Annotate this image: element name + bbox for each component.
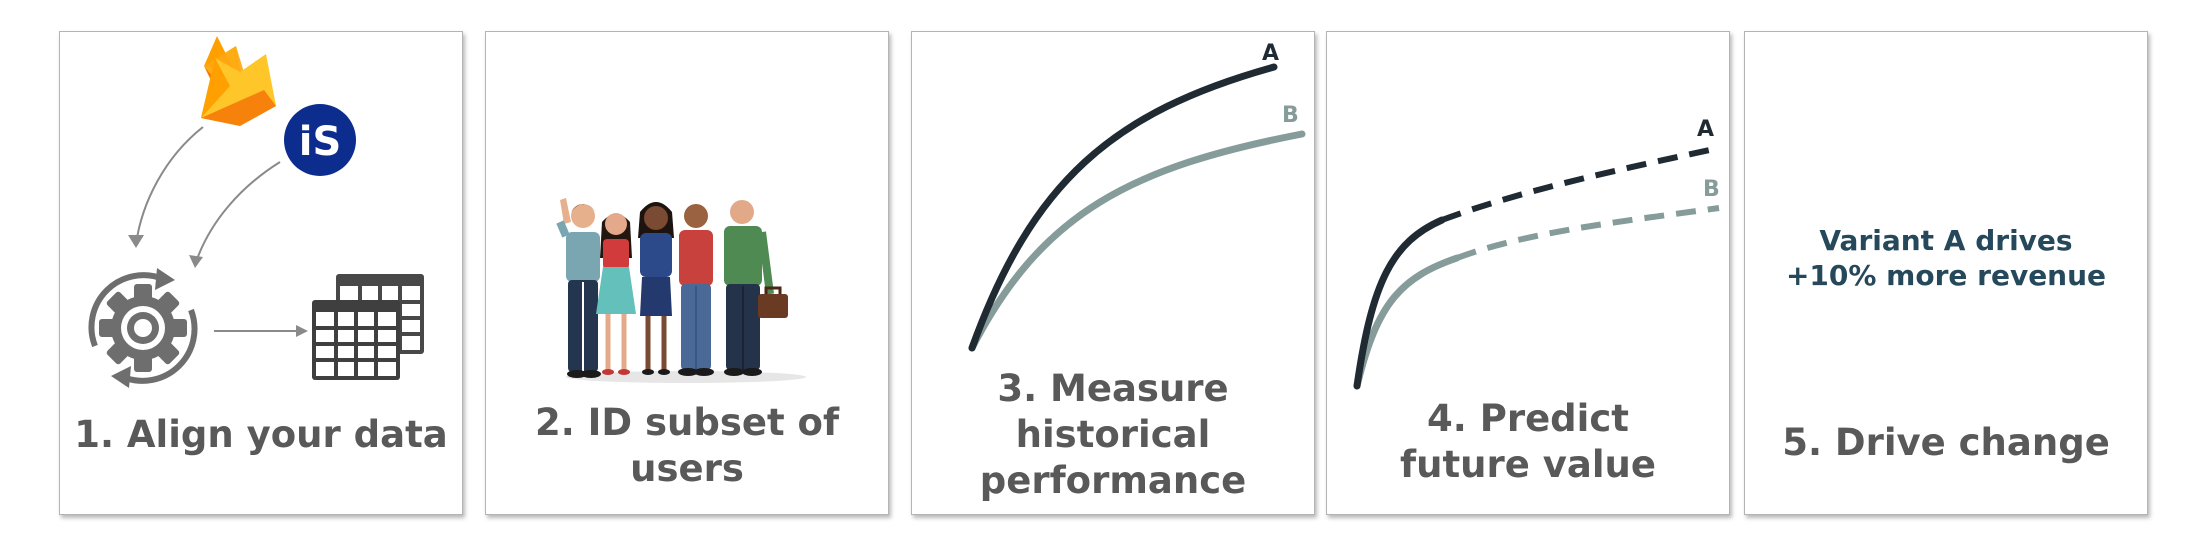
curve-a <box>968 63 1278 352</box>
gear-sync-icon <box>88 268 198 388</box>
people-group-icon <box>556 198 806 383</box>
svg-text:iS: iS <box>299 119 342 165</box>
curve-a-forecast <box>1440 145 1720 223</box>
flow-arrows <box>128 126 308 337</box>
step-title: 3. Measure historical performance <box>979 367 1247 502</box>
result-note-line-2: +10% more revenue <box>1785 259 2107 292</box>
step-card-align-data: iS <box>59 31 463 515</box>
curve-b-forecast <box>1455 205 1720 261</box>
person-2 <box>596 213 636 375</box>
step-card-measure-history: A B 3. Measure historical performance <box>911 31 1315 515</box>
briefcase-icon <box>758 286 788 318</box>
step-card-predict-value: A B 4. Predict future value <box>1326 31 1730 515</box>
table-icon <box>312 274 424 380</box>
curve-a-solid <box>1353 216 1446 390</box>
person-4 <box>678 204 714 376</box>
result-note-line-1: Variant A drives <box>1819 224 2073 257</box>
curve-b <box>968 130 1306 352</box>
step-card-drive-change: Variant A drives +10% more revenue 5. Dr… <box>1744 31 2148 515</box>
curve-a-label: A <box>1262 41 1279 66</box>
align-data-illustration: iS <box>88 36 424 388</box>
person-3 <box>638 202 674 375</box>
step-title: 5. Drive change <box>1782 421 2110 464</box>
person-5 <box>724 200 774 376</box>
step-title: 4. Predict future value <box>1400 397 1656 486</box>
curve-b-label: B <box>1703 177 1720 202</box>
person-1 <box>556 198 601 378</box>
curve-b-label: B <box>1282 103 1299 128</box>
historical-curves-chart: A B <box>968 41 1306 352</box>
ironsource-icon: iS <box>284 104 356 176</box>
firebase-icon <box>201 36 276 126</box>
step-title: 1. Align your data <box>74 413 448 456</box>
step-card-id-subset: 2. ID subset of users <box>485 31 889 515</box>
prediction-curves-chart: A B <box>1353 117 1720 390</box>
step-title: 2. ID subset of users <box>534 401 840 490</box>
curve-a-label: A <box>1697 117 1714 142</box>
